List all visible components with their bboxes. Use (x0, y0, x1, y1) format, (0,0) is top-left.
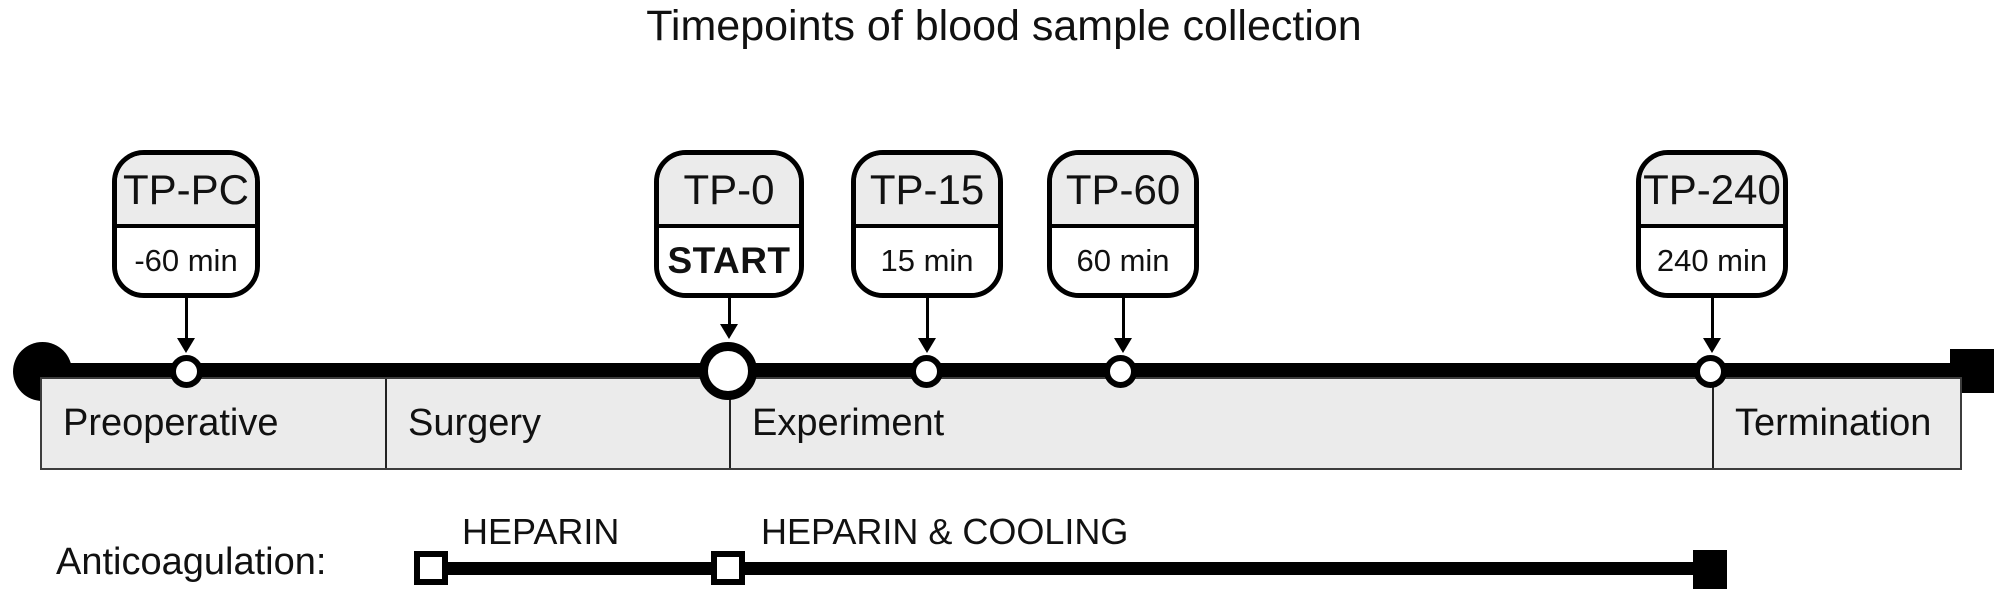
timeline-tick-tp-240 (1694, 355, 1727, 388)
arrow-line (925, 298, 929, 338)
timepoint-box: TP-240 240 min (1636, 150, 1788, 298)
arrow-head (1703, 338, 1721, 353)
timepoint-sublabel: -60 min (117, 228, 255, 293)
segment-label-heparin-cooling: HEPARIN & COOLING (761, 511, 1129, 552)
anticoagulation-end-marker (1693, 550, 1727, 589)
arrow-head (918, 338, 936, 353)
timepoint-callout-tp-60: TP-60 60 min (1047, 150, 1199, 353)
timepoint-callout-tp-240: TP-240 240 min (1636, 150, 1788, 353)
timepoint-label: TP-15 (856, 155, 998, 228)
timepoint-sublabel: START (659, 228, 799, 293)
arrow-head (1114, 338, 1132, 353)
timepoint-box: TP-PC -60 min (112, 150, 260, 298)
anticoagulation-start-marker (414, 551, 448, 585)
timepoint-box: TP-60 60 min (1047, 150, 1199, 298)
phase-termination: Termination (1712, 379, 1960, 468)
timeline-tick-tp-15 (910, 355, 943, 388)
figure-title: Timepoints of blood sample collection (646, 2, 1362, 50)
timepoint-callout-tp-0: TP-0 START (654, 150, 804, 339)
timeline-bar (30, 363, 1988, 377)
timepoint-sublabel: 240 min (1641, 228, 1783, 293)
arrow-head (177, 338, 195, 353)
timepoint-label: TP-0 (659, 155, 799, 228)
timepoint-callout-tp-15: TP-15 15 min (851, 150, 1003, 353)
timepoint-label: TP-PC (117, 155, 255, 228)
anticoagulation-line (431, 562, 1710, 575)
anticoagulation-label: Anticoagulation: (56, 541, 327, 583)
timepoint-callout-tp-pc: TP-PC -60 min (112, 150, 260, 353)
timeline-tick-tp-pc (170, 355, 203, 388)
timepoint-sublabel: 15 min (856, 228, 998, 293)
arrow-down-icon (918, 298, 936, 353)
phase-experiment: Experiment (729, 379, 1712, 468)
phase-preoperative: Preoperative (63, 402, 279, 444)
timepoint-label: TP-240 (1641, 155, 1783, 228)
arrow-down-icon (177, 298, 195, 353)
arrow-down-icon (720, 298, 738, 339)
timepoint-box: TP-0 START (654, 150, 804, 298)
phase-strip: Preoperative Surgery Experiment Terminat… (40, 377, 1962, 470)
arrow-line (1121, 298, 1125, 338)
timepoint-box: TP-15 15 min (851, 150, 1003, 298)
anticoagulation-mid-marker (711, 551, 745, 585)
segment-label-heparin: HEPARIN (462, 511, 620, 552)
arrow-down-icon (1703, 298, 1721, 353)
arrow-line (727, 298, 731, 324)
timeline-tick-tp-0 (699, 342, 757, 400)
phase-surgery: Surgery (385, 379, 729, 468)
timeline-tick-tp-60 (1104, 355, 1137, 388)
timepoint-label: TP-60 (1052, 155, 1194, 228)
arrow-down-icon (1114, 298, 1132, 353)
arrow-line (184, 298, 188, 338)
timepoint-sublabel: 60 min (1052, 228, 1194, 293)
arrow-head (720, 324, 738, 339)
arrow-line (1710, 298, 1714, 338)
